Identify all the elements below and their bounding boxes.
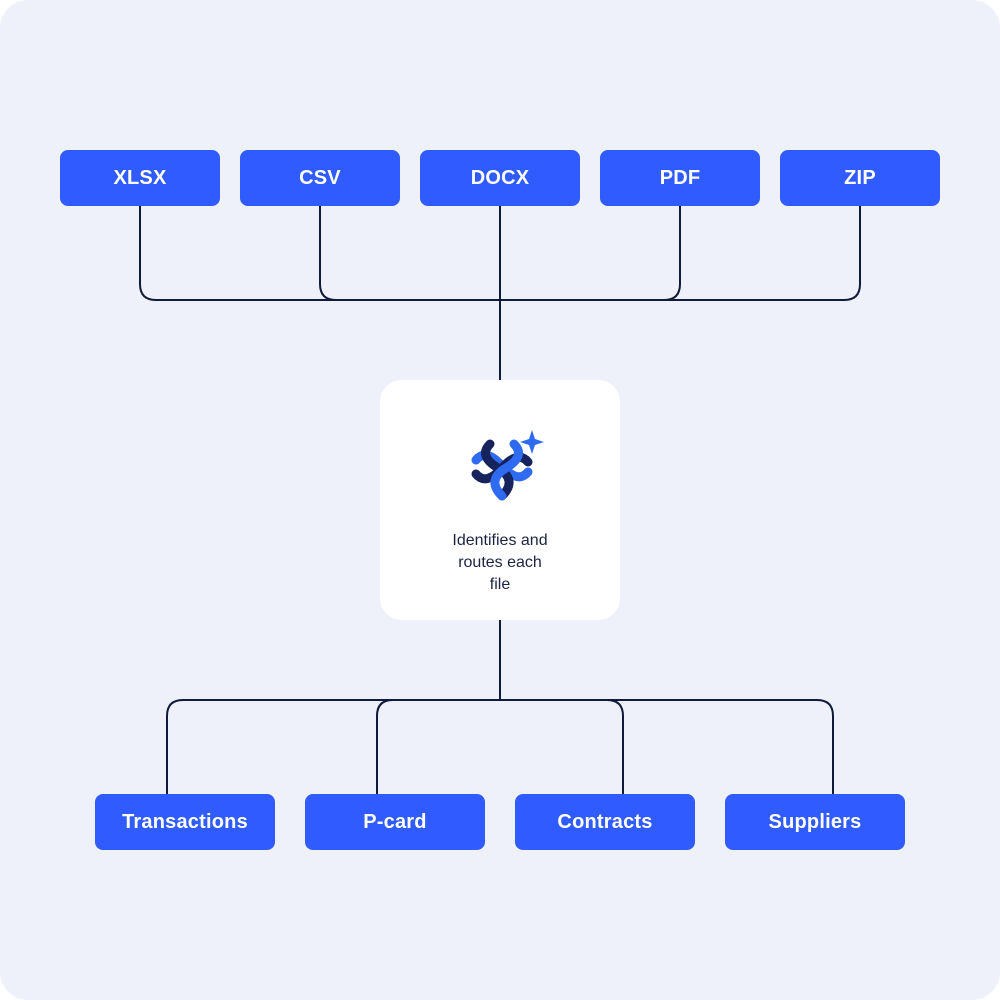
destination-suppliers: Suppliers <box>725 794 905 850</box>
source-docx: DOCX <box>420 150 580 206</box>
destination-contracts: Contracts <box>515 794 695 850</box>
destination-label: P-card <box>363 810 427 833</box>
connector-csv <box>319 205 337 301</box>
source-csv: CSV <box>240 150 400 206</box>
router-line: routes each <box>458 554 542 571</box>
connector-pdf <box>663 205 681 301</box>
destination-label: Suppliers <box>768 810 862 833</box>
destination-transactions: Transactions <box>95 794 275 850</box>
destination-label: Contracts <box>557 810 653 833</box>
source-pdf: PDF <box>600 150 760 206</box>
source-label: XLSX <box>113 166 167 189</box>
destination-p-card: P-card <box>305 794 485 850</box>
source-label: DOCX <box>470 166 530 189</box>
source-label: ZIP <box>844 166 876 189</box>
destination-label: Transactions <box>122 810 248 833</box>
connector-pcard <box>376 699 394 795</box>
connector-contracts <box>606 699 624 795</box>
source-label: CSV <box>299 166 341 189</box>
router-line: Identifies and <box>452 532 548 549</box>
source-zip: ZIP <box>780 150 940 206</box>
router-description: Identifies and routes each file <box>420 530 580 596</box>
source-xlsx: XLSX <box>60 150 220 206</box>
connector-transactions <box>166 699 834 795</box>
source-label: PDF <box>659 166 701 189</box>
sparkle-knot-icon <box>471 430 544 501</box>
router-line: file <box>489 576 511 593</box>
